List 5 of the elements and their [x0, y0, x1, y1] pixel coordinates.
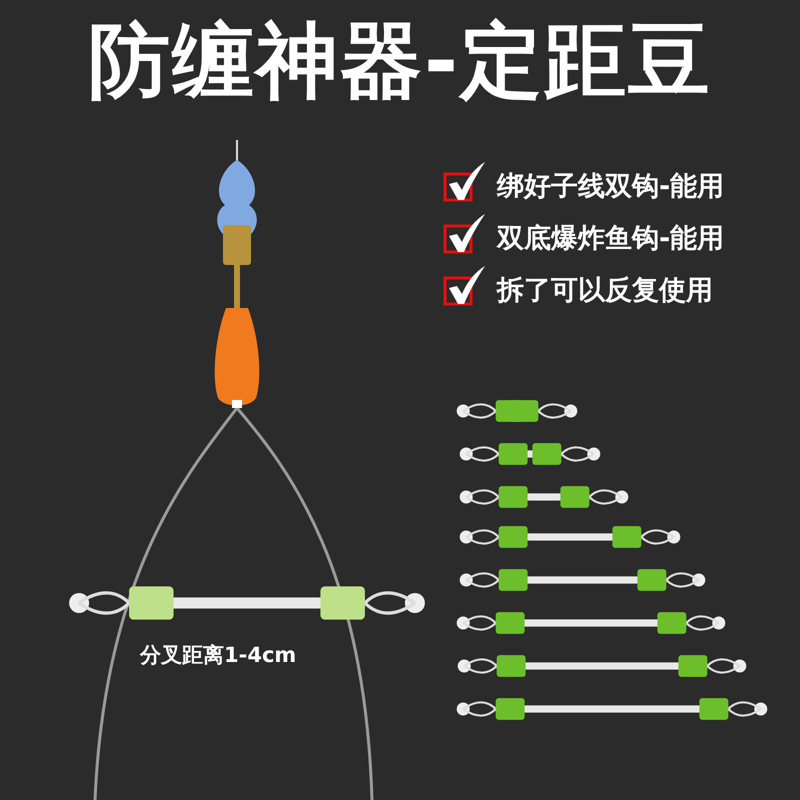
distance-label: 分叉距离1-4cm [140, 642, 296, 669]
title: 防缠神器-定距豆 [86, 13, 714, 111]
feature-text: 绑好子线双钩-能用 [497, 170, 724, 204]
feature-text: 双底爆炸鱼钩-能用 [497, 222, 724, 256]
feature-text: 拆了可以反复使用 [497, 274, 713, 308]
